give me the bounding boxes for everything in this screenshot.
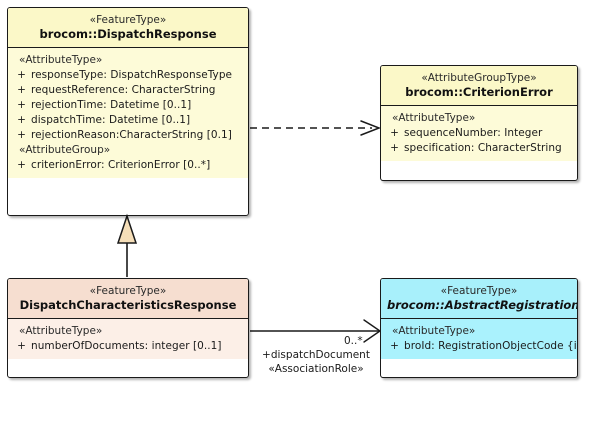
generalization-connector <box>116 213 138 277</box>
attribute-label: specification: CharacterString <box>404 142 562 154</box>
visibility-marker: + <box>17 340 26 352</box>
attribute-label: rejectionReason:CharacterString [0.1] <box>31 129 232 141</box>
dependency-connector <box>250 120 382 136</box>
class-box-dispatch-characteristics-response[interactable]: «FeatureType» DispatchCharacteristicsRes… <box>7 278 249 378</box>
class-header-dispatch-response: «FeatureType» brocom::DispatchResponse <box>8 8 248 48</box>
attribute-group-stereotype: «AttributeType» <box>392 325 476 337</box>
attribute-label: sequenceNumber: Integer <box>404 127 543 139</box>
class-box-criterion-error[interactable]: «AttributeGroupType» brocom::CriterionEr… <box>380 65 578 181</box>
visibility-marker: + <box>17 84 26 96</box>
attribute-row: + sequenceNumber: Integer <box>385 126 573 141</box>
class-stereotype: «FeatureType» <box>89 285 167 297</box>
class-stereotype: «AttributeGroupType» <box>421 72 537 84</box>
visibility-marker: + <box>17 159 26 171</box>
association-stereotype-label: «AssociationRole» <box>268 363 364 375</box>
class-name: brocom::AbstractRegistrationObject <box>387 298 577 312</box>
attribute-row: + rejectionReason:CharacterString [0.1] <box>12 128 244 143</box>
attribute-group-stereotype: «AttributeType» <box>19 325 103 337</box>
class-name: brocom::DispatchResponse <box>39 27 217 41</box>
class-stereotype: «FeatureType» <box>440 285 518 297</box>
attribute-group-stereotype: «AttributeGroup» <box>19 144 111 156</box>
attribute-group-stereotype: «AttributeType» <box>392 112 476 124</box>
attribute-row: + requestReference: CharacterString <box>12 83 244 98</box>
association-role-label: +dispatchDocument <box>262 349 370 361</box>
class-header-criterion-error: «AttributeGroupType» brocom::CriterionEr… <box>381 66 577 106</box>
class-body-dispatch-response: «AttributeType» + responseType: Dispatch… <box>8 48 248 178</box>
attribute-group-stereotype: «AttributeType» <box>19 54 103 66</box>
class-name: brocom::CriterionError <box>405 85 553 99</box>
class-header-dispatch-characteristics-response: «FeatureType» DispatchCharacteristicsRes… <box>8 279 248 319</box>
attribute-label: criterionError: CriterionError [0..*] <box>31 159 211 171</box>
attribute-row: + numberOfDocuments: integer [0..1] <box>12 339 244 354</box>
attribute-label: broId: RegistrationObjectCode {id} <box>404 340 578 352</box>
visibility-marker: + <box>390 127 399 139</box>
visibility-marker: + <box>17 114 26 126</box>
class-body-criterion-error: «AttributeType» + sequenceNumber: Intege… <box>381 106 577 161</box>
association-multiplicity-label: 0..* <box>344 335 363 347</box>
visibility-marker: + <box>390 142 399 154</box>
attribute-label: numberOfDocuments: integer [0..1] <box>31 340 222 352</box>
visibility-marker: + <box>17 99 26 111</box>
attribute-row: + dispatchTime: Datetime [0..1] <box>12 113 244 128</box>
visibility-marker: + <box>17 69 26 81</box>
class-box-abstract-registration-object[interactable]: «FeatureType» brocom::AbstractRegistrati… <box>380 278 578 378</box>
attribute-row: + broId: RegistrationObjectCode {id} <box>385 339 577 354</box>
class-header-abstract-registration-object: «FeatureType» brocom::AbstractRegistrati… <box>381 279 577 319</box>
attribute-label: rejectionTime: Datetime [0..1] <box>31 99 192 111</box>
class-stereotype: «FeatureType» <box>89 14 167 26</box>
attribute-label: requestReference: CharacterString <box>31 84 216 96</box>
visibility-marker: + <box>17 129 26 141</box>
attribute-row: + criterionError: CriterionError [0..*] <box>12 158 244 173</box>
class-box-dispatch-response[interactable]: «FeatureType» brocom::DispatchResponse «… <box>7 7 249 216</box>
attribute-row: + specification: CharacterString <box>385 141 573 156</box>
attribute-row: + rejectionTime: Datetime [0..1] <box>12 98 244 113</box>
attribute-label: responseType: DispatchResponseType <box>31 69 233 81</box>
attribute-row: + responseType: DispatchResponseType <box>12 68 244 83</box>
class-body-abstract-registration-object: «AttributeType» + broId: RegistrationObj… <box>381 319 577 359</box>
visibility-marker: + <box>390 340 399 352</box>
attribute-label: dispatchTime: Datetime [0..1] <box>31 114 191 126</box>
class-name: DispatchCharacteristicsResponse <box>19 298 237 312</box>
class-body-dispatch-characteristics-response: «AttributeType» + numberOfDocuments: int… <box>8 319 248 359</box>
